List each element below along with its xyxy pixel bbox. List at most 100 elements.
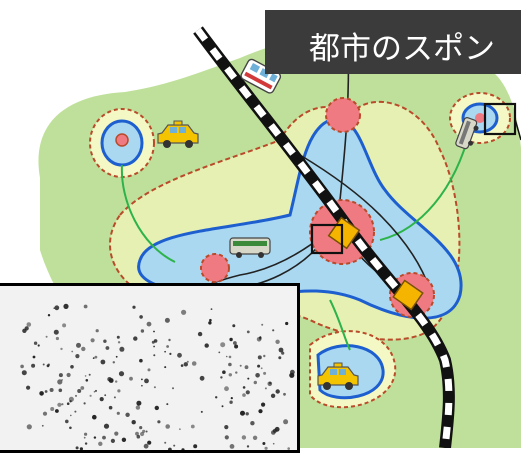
map-dot [99, 397, 104, 402]
map-dot [47, 314, 51, 317]
map-dot [220, 342, 226, 348]
map-dot [74, 410, 77, 413]
map-dot [115, 355, 118, 358]
map-dot [135, 405, 141, 410]
map-dot [49, 388, 54, 392]
map-dot [145, 430, 148, 433]
map-dot [239, 364, 242, 367]
map-dot [197, 331, 203, 337]
map-dot [26, 385, 31, 390]
green-line-bottom [329, 299, 351, 351]
map-dot [169, 352, 172, 355]
map-dot [191, 361, 197, 366]
title-text: 都市のスポン [309, 31, 495, 67]
map-dot [22, 328, 27, 333]
map-dot [141, 378, 143, 381]
map-dot [58, 373, 63, 378]
map-dot [153, 345, 156, 348]
map-dot [232, 324, 236, 328]
map-dot [181, 448, 185, 450]
map-dot [141, 384, 143, 387]
map-dot [228, 355, 232, 359]
map-dot [116, 335, 120, 339]
map-dot [257, 355, 262, 360]
map-dot [154, 405, 159, 411]
map-dot [116, 411, 120, 415]
map-dot [84, 432, 88, 436]
map-dot [104, 394, 107, 397]
map-dot [39, 391, 44, 396]
map-dot [20, 364, 24, 369]
map-dot [66, 372, 71, 378]
map-dot [103, 423, 110, 429]
map-dot [117, 389, 121, 393]
map-dot [70, 414, 72, 417]
map-dot [225, 355, 228, 358]
map-dot [58, 388, 63, 393]
map-dot [54, 305, 60, 311]
map-dot [119, 346, 125, 352]
map-dot [289, 372, 295, 378]
map-dot [93, 436, 97, 439]
map-dot [164, 366, 167, 369]
map-dot [60, 347, 63, 351]
map-dot [283, 392, 286, 396]
map-dot [70, 365, 74, 369]
taxi-icon [317, 362, 359, 390]
map-dot [193, 444, 198, 449]
map-dot [121, 437, 127, 442]
map-dot [261, 323, 264, 326]
map-dot [252, 435, 258, 440]
map-dot [108, 405, 113, 410]
map-dot [245, 412, 249, 416]
map-dot [221, 405, 224, 408]
map-dot [157, 420, 161, 424]
map-dot [200, 410, 203, 413]
map-dot [245, 390, 250, 395]
map-dot [61, 403, 64, 406]
map-dot [42, 363, 45, 366]
map-dot [105, 346, 110, 350]
map-dot [215, 396, 218, 399]
map-dot [275, 389, 280, 394]
map-dot [240, 410, 245, 416]
map-dot [94, 355, 98, 359]
map-dot [181, 309, 187, 315]
map-dot [62, 323, 67, 328]
map-dot [209, 318, 212, 322]
map-dot [172, 387, 174, 390]
title-banner: 都市のスポン [265, 10, 521, 74]
hub-top [325, 97, 361, 133]
map-dot [164, 441, 167, 444]
map-dot [112, 361, 116, 364]
map-dot [267, 381, 273, 387]
map-dot [76, 342, 81, 348]
map-dot [199, 375, 205, 381]
map-dot [110, 438, 115, 443]
map-dot [260, 367, 263, 370]
map-dot [235, 371, 238, 374]
map-dot [80, 386, 85, 390]
map-dot [89, 394, 92, 397]
map-dot [224, 386, 229, 392]
map-dot [261, 402, 266, 407]
map-dot [242, 393, 246, 397]
map-dot [83, 436, 86, 439]
map-dot [42, 411, 48, 416]
map-dot [208, 321, 212, 325]
map-dot [278, 347, 284, 353]
map-dot [125, 412, 130, 417]
map-dot [92, 357, 95, 359]
map-dot [57, 379, 63, 385]
map-dot [84, 442, 88, 445]
map-dot [165, 424, 170, 429]
map-dot [228, 373, 232, 377]
map-dot [133, 336, 138, 341]
map-dot [143, 443, 149, 449]
map-dot [147, 440, 152, 445]
map-dot [83, 402, 86, 405]
map-dot [168, 338, 171, 342]
map-dot [95, 329, 99, 333]
map-dot [258, 409, 263, 414]
map-dot [92, 414, 97, 420]
